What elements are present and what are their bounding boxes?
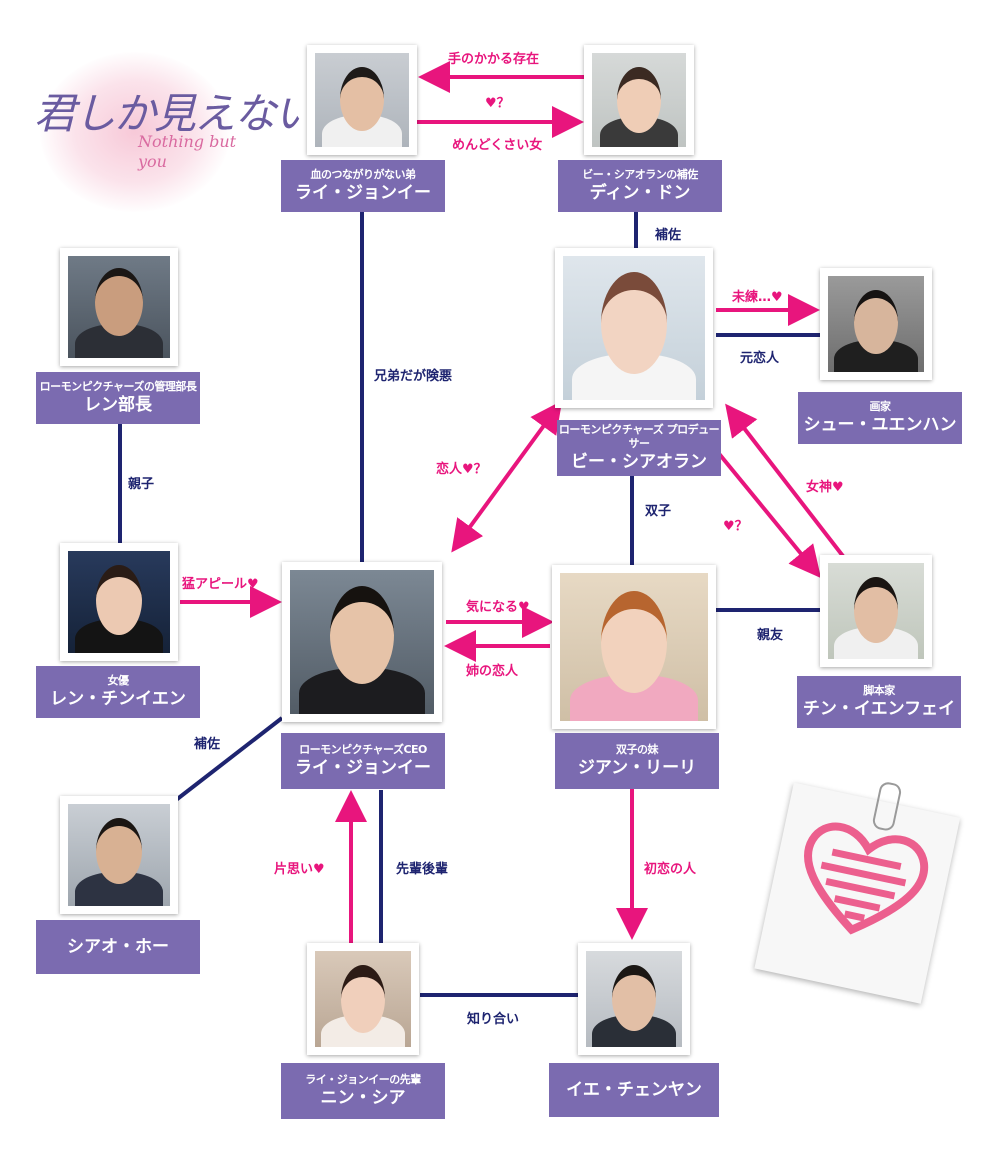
label-ding-dong: ビー・シアオランの補佐 ディン・ドン	[558, 160, 722, 212]
portrait-ning-xia	[307, 943, 419, 1055]
role: 女優	[107, 674, 130, 687]
label-jiang-lili: 双子の妹 ジアン・リーリ	[555, 733, 719, 789]
role: ローモンピクチャーズの管理部長	[39, 380, 197, 393]
rel-heart-q-mid: ♥？	[723, 519, 748, 534]
rel-brothers-bad: 兄弟だが険悪	[374, 369, 453, 384]
rel-troublesome: 手のかかる存在	[448, 52, 540, 67]
name: チン・イエンフェイ	[802, 699, 956, 719]
portrait-lai-ceo	[282, 562, 442, 722]
role: 血のつながりがない弟	[310, 168, 417, 181]
role: ビー・シアオランの補佐	[582, 168, 698, 181]
heart-icon	[804, 822, 929, 935]
arrow-heart-q	[714, 448, 822, 579]
label-lai-brother: 血のつながりがない弟 ライ・ジョンイー	[281, 160, 445, 212]
rel-goddess: 女神♥	[806, 480, 844, 495]
role: ローモンピクチャーズ プロデューサー	[558, 423, 720, 450]
label-xiao-he: シアオ・ホー	[36, 920, 200, 974]
arrow-goddess	[725, 403, 848, 562]
portrait-xiao-he	[60, 796, 178, 914]
logo-glow	[40, 52, 230, 212]
rel-annoying-woman: めんどくさい女	[452, 138, 543, 153]
portrait-ye-chenyan	[578, 943, 690, 1055]
role: 画家	[869, 400, 892, 413]
role: ライ・ジョンイーの先輩	[305, 1073, 421, 1086]
rel-acquaintance: 知り合い	[467, 1012, 520, 1027]
portrait-ren-buchou	[60, 248, 178, 366]
name: レン・チンイエン	[50, 689, 186, 709]
name: ライ・ジョンイー	[295, 758, 431, 778]
portrait-bi-xiaoran	[555, 248, 713, 408]
name: ジアン・リーリ	[577, 758, 697, 778]
name: シアオ・ホー	[67, 937, 169, 957]
rel-one-sided: 片思い♥	[274, 862, 325, 877]
rel-heart-q-top: ♥？	[485, 96, 510, 111]
label-ren-qinyien: 女優 レン・チンイエン	[36, 666, 200, 718]
role: 双子の妹	[616, 743, 659, 756]
polaroid-heart-decoration	[750, 780, 980, 1028]
label-ren-buchou: ローモンピクチャーズの管理部長 レン部長	[36, 372, 200, 424]
label-bi-xiaoran: ローモンピクチャーズ プロデューサー ビー・シアオラン	[557, 420, 721, 476]
name: ニン・シア	[320, 1088, 406, 1108]
rel-assistant-left: 補佐	[194, 737, 221, 752]
line-assist-left	[174, 716, 284, 802]
name: ビー・シアオラン	[571, 452, 707, 472]
portrait-xu-yuenhan	[820, 268, 932, 380]
name: イエ・チェンヤン	[566, 1080, 702, 1100]
name: ライ・ジョンイー	[295, 183, 431, 203]
name: レン部長	[84, 395, 152, 415]
rel-interested: 気になる♥	[466, 600, 530, 615]
rel-first-love: 初恋の人	[644, 862, 697, 877]
logo-subtitle: Nothing but you	[138, 132, 237, 171]
rel-senior-junior: 先輩後輩	[396, 862, 449, 877]
label-xu-yuenhan: 画家 シュー・ユエンハン	[798, 392, 962, 444]
rel-sisters-lover: 姉の恋人	[466, 664, 519, 679]
arrow-lover	[451, 400, 563, 553]
rel-lingering: 未練…♥	[732, 290, 783, 305]
name: シュー・ユエンハン	[803, 415, 957, 435]
label-lai-ceo: ローモンピクチャーズCEO ライ・ジョンイー	[281, 733, 445, 789]
show-logo: 君しか見えない Nothing but you	[20, 32, 316, 212]
rel-twins: 双子	[645, 504, 672, 519]
rel-strong-appeal: 猛アピール♥	[182, 577, 259, 592]
label-ning-xia: ライ・ジョンイーの先輩 ニン・シア	[281, 1063, 445, 1119]
portrait-qin-yienfei	[820, 555, 932, 667]
portrait-ding-dong	[584, 45, 694, 155]
name: ディン・ドン	[589, 183, 691, 203]
rel-best-friend: 親友	[757, 628, 784, 643]
polaroid-frame	[754, 782, 961, 1004]
portrait-lai-brother	[307, 45, 417, 155]
rel-parent-child: 親子	[128, 477, 155, 492]
rel-assistant-top: 補佐	[655, 228, 682, 243]
rel-ex-lover: 元恋人	[740, 351, 780, 366]
rel-lover-q: 恋人♥？	[436, 462, 487, 477]
role: 脚本家	[863, 684, 895, 697]
label-ye-chenyan: イエ・チェンヤン	[549, 1063, 719, 1117]
logo-title: 君しか見えない	[34, 89, 316, 138]
portrait-ren-qinyien	[60, 543, 178, 661]
role: ローモンピクチャーズCEO	[299, 743, 427, 756]
label-qin-yienfei: 脚本家 チン・イエンフェイ	[797, 676, 961, 728]
portrait-jiang-lili	[552, 565, 716, 729]
